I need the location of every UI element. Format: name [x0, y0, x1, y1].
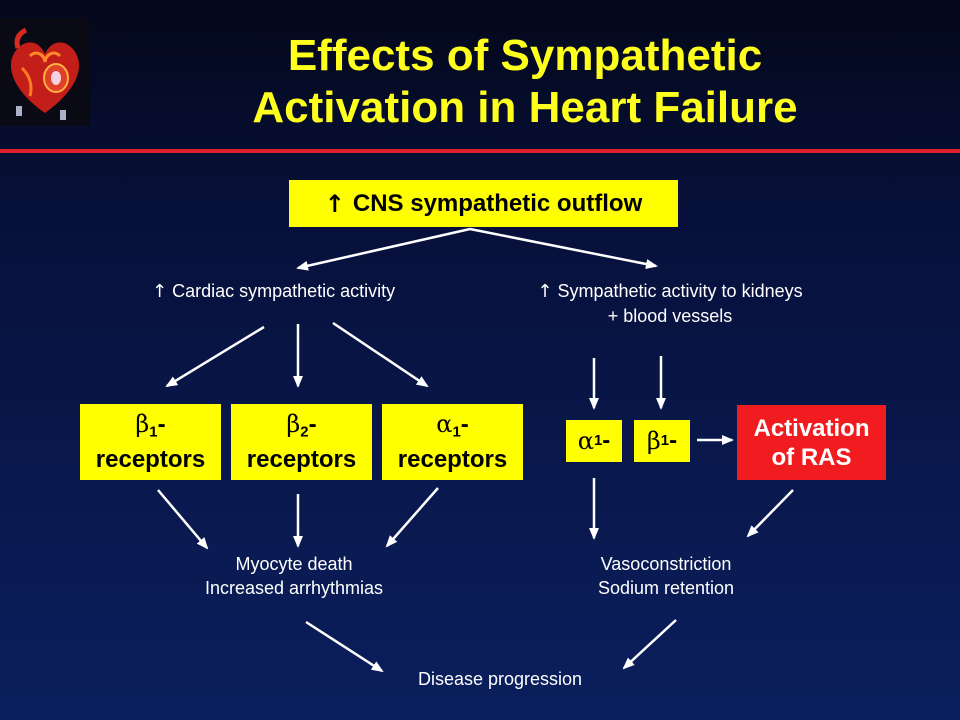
- arrow-ras-to-vasoconstriction: [746, 489, 794, 538]
- arrow-a1rec-to-myocyte: [385, 487, 439, 548]
- arrow-cns-to-kidneys: [469, 227, 658, 269]
- cns-outflow-box: ↑ CNS sympathetic outflow: [289, 180, 678, 227]
- beta2-receptors-box: β2- receptors: [231, 404, 372, 480]
- arrow-cardiac-to-b1: [165, 325, 265, 388]
- disease-progression-label: Disease progression: [417, 669, 583, 689]
- up-arrow-icon: ↑: [537, 281, 553, 302]
- slide-title: Effects of Sympathetic Activation in Hea…: [90, 30, 960, 134]
- myocyte-outcome-label: Myocyte death Increased arrhythmias: [204, 554, 384, 598]
- title-line-1: Effects of Sympathetic: [287, 31, 763, 80]
- heart-logo-icon: [0, 18, 90, 126]
- alpha1-receptors-box: α1- receptors: [382, 404, 523, 480]
- vascular-outcome-label: Vasoconstriction Sodium retention: [597, 554, 735, 598]
- kidney-activity-label: ↑ Sympathetic activity to kidneys + bloo…: [537, 281, 803, 326]
- arrow-b1rec-to-myocyte: [157, 489, 209, 550]
- arrow-vaso-to-progression: [622, 619, 677, 670]
- beta1-receptors-box: β1- receptors: [80, 404, 221, 480]
- title-line-2: Activation in Heart Failure: [252, 83, 798, 132]
- ras-activation-box: Activation of RAS: [737, 405, 886, 480]
- cardiac-activity-label: ↑ Cardiac sympathetic activity: [152, 281, 396, 302]
- title-divider: [0, 149, 960, 153]
- up-arrow-icon: ↑: [324, 189, 345, 218]
- cns-outflow-label: CNS sympathetic outflow: [352, 189, 643, 217]
- arrow-cns-to-cardiac: [296, 227, 471, 271]
- arrow-cardiac-to-a1: [332, 321, 429, 388]
- arrow-myocyte-to-progression: [305, 620, 384, 673]
- up-arrow-icon: ↑: [152, 281, 168, 302]
